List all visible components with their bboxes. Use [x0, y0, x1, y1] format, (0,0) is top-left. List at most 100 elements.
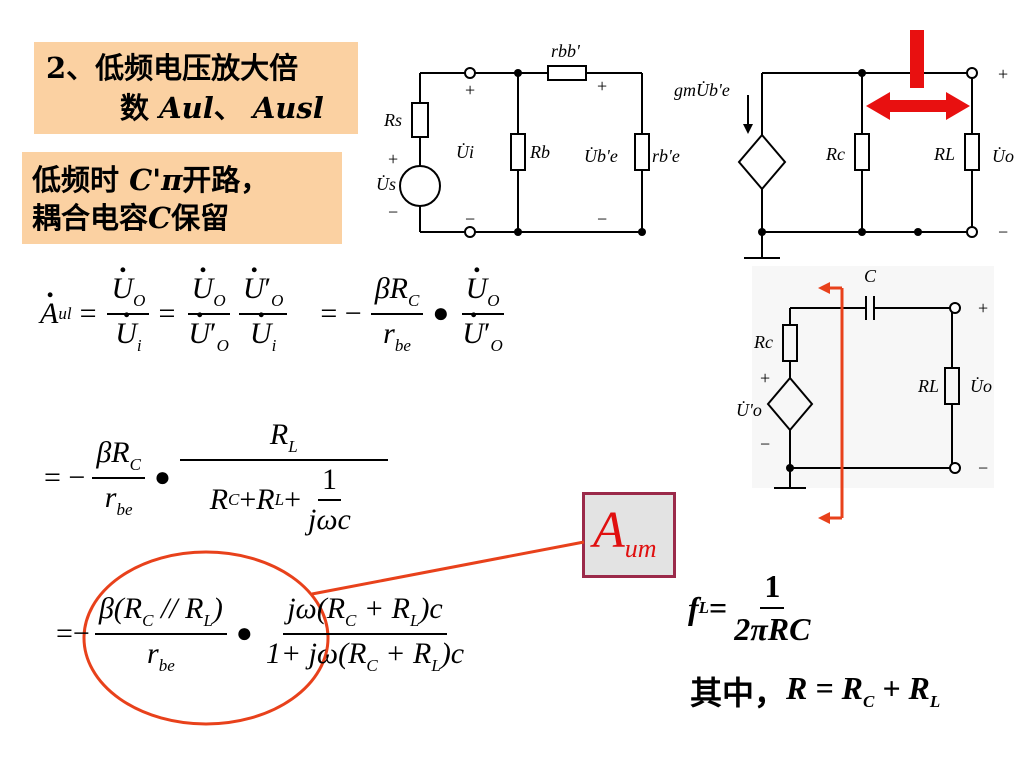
eq3-num: jω(R	[287, 592, 346, 625]
c-right-label: C	[864, 266, 877, 286]
uo-label: U̇o	[992, 145, 1014, 166]
eq2-den-l: L	[274, 490, 285, 509]
rc-right-label: Rc	[753, 332, 773, 352]
eq3-close: )	[212, 592, 223, 625]
plus-in: +	[465, 80, 475, 100]
eq3-beta: β(R	[98, 592, 143, 625]
eq2-be: be	[116, 499, 133, 519]
eq2-plus2: +	[284, 483, 302, 516]
ui-label: U̇i	[456, 141, 474, 162]
uo-prime-label: U̇'o	[736, 399, 762, 420]
eq1-frac2-prime: ′	[210, 317, 217, 350]
cut-marker	[910, 30, 924, 88]
eq1-rbe: r	[383, 317, 395, 350]
eq1-be: be	[394, 336, 411, 355]
eq1-frac3-o: O	[271, 291, 284, 310]
eq2-rbe: r	[104, 480, 117, 514]
fl-den: 2πRC	[734, 611, 811, 647]
eq1-eq2: =	[158, 297, 176, 330]
eq2-rl: R	[269, 418, 289, 451]
eq1-frac3-u2: U	[250, 291, 272, 351]
rl-label: RL	[933, 144, 955, 164]
title-box: 2、低频电压放大倍 数 Aul、 Ausl	[34, 42, 358, 134]
bullet-icon-3: ●	[235, 618, 253, 649]
where-c: C	[862, 692, 875, 711]
eq1-frac2-o: O	[213, 291, 226, 310]
minus-out: −	[998, 222, 1008, 242]
aul-label: Aul	[159, 91, 214, 125]
eq3-frac2: jω(RC + RL)c 1+ jω(RC + RL)c	[262, 592, 468, 676]
bullet-icon: ●	[432, 298, 450, 329]
rbb-label: rbb'	[551, 41, 581, 61]
eq1-frac5-prime: ′	[483, 317, 491, 350]
eq2-jwc: jωc	[308, 503, 351, 536]
eq1-frac5: UO U′O	[458, 246, 507, 356]
fl-f: f	[688, 589, 699, 626]
eq2-c: C	[129, 454, 141, 474]
rbe-label: rb'e	[652, 146, 680, 166]
rb-label: Rb	[529, 142, 550, 162]
title-sep: 、	[213, 91, 253, 125]
eq1-eq: =	[79, 297, 97, 330]
fl-num: 1	[760, 568, 785, 609]
note-suffix2: 保留	[171, 201, 230, 235]
eq1-frac2-u2: U	[188, 291, 210, 351]
eq2-beta-rc: βR	[96, 435, 130, 469]
eq1-frac2-o2: O	[216, 336, 229, 355]
eq2-den-c: C	[228, 490, 240, 509]
eq1-c: C	[408, 291, 420, 310]
eq3-frac1: β(RC // RL) rbe	[94, 592, 227, 676]
aum-a: A	[593, 502, 625, 559]
note-line2: 耦合电容C保留	[32, 198, 229, 238]
minus-be: −	[597, 209, 607, 229]
eq2-den-rc: R	[209, 483, 229, 516]
note-prefix2: 耦合电容	[32, 201, 149, 235]
rs-label: Rs	[383, 110, 402, 130]
plus-be: +	[597, 76, 607, 96]
aum-sub: um	[624, 534, 657, 563]
eq1-frac3: U′O Ui	[238, 246, 288, 356]
c-label: C	[148, 201, 172, 235]
eq3-num-c: C	[345, 611, 357, 630]
rc-label: Rc	[825, 144, 845, 164]
minus-r: −	[978, 458, 988, 478]
note-box: 低频时 C'π开路， 耦合电容C保留	[22, 152, 342, 244]
eq3-c: C	[142, 611, 154, 630]
eq1-frac3-i: i	[271, 336, 277, 355]
bullet-icon-2: ●	[153, 461, 171, 493]
minus-src: −	[388, 202, 398, 222]
eq1-frac5-o2: O	[490, 336, 503, 355]
plus-r: +	[978, 298, 988, 318]
title-prefix: 数	[120, 91, 160, 125]
note-prefix: 低频时	[32, 163, 130, 197]
eq3-num-l: L	[409, 611, 420, 630]
eq1-frac5-u2: U	[462, 291, 484, 351]
eq3-den-c: C	[366, 656, 378, 675]
eq1-frac4: βRC rbe	[370, 272, 424, 356]
eq1-frac1-u2: U	[115, 291, 137, 351]
eq3-den-plus: + R	[377, 637, 432, 670]
where-expr: R = R	[786, 670, 863, 706]
plus-src: +	[388, 149, 398, 169]
eq1-neg-eq: = −	[320, 297, 362, 330]
eq3-par: // R	[153, 592, 204, 625]
eq3-be: be	[158, 656, 175, 675]
eq1-frac2: UO U′O	[184, 246, 233, 356]
eq2-inner-frac: 1 jωc	[304, 463, 355, 537]
eq2-neg-eq: = −	[44, 460, 86, 494]
eq1-frac1: UO Ui	[107, 246, 150, 356]
fl-sub: L	[698, 598, 710, 617]
eq3-eq-neg: =−	[56, 617, 90, 650]
title-line1: 2、低频电压放大倍	[46, 51, 299, 85]
where-plus: + R	[874, 670, 930, 706]
eq1-frac1-i: i	[136, 336, 142, 355]
plus-out: +	[998, 64, 1008, 84]
uo-right-label: U̇o	[970, 375, 992, 396]
equation-1: Aul = UO Ui = UO U′O U′O Ui = − βRC rbe …	[40, 246, 510, 356]
eq1-frac3-prime: ′	[264, 272, 272, 305]
where-prefix: 其中，	[690, 674, 787, 712]
eq3-num-close: )c	[419, 592, 443, 625]
